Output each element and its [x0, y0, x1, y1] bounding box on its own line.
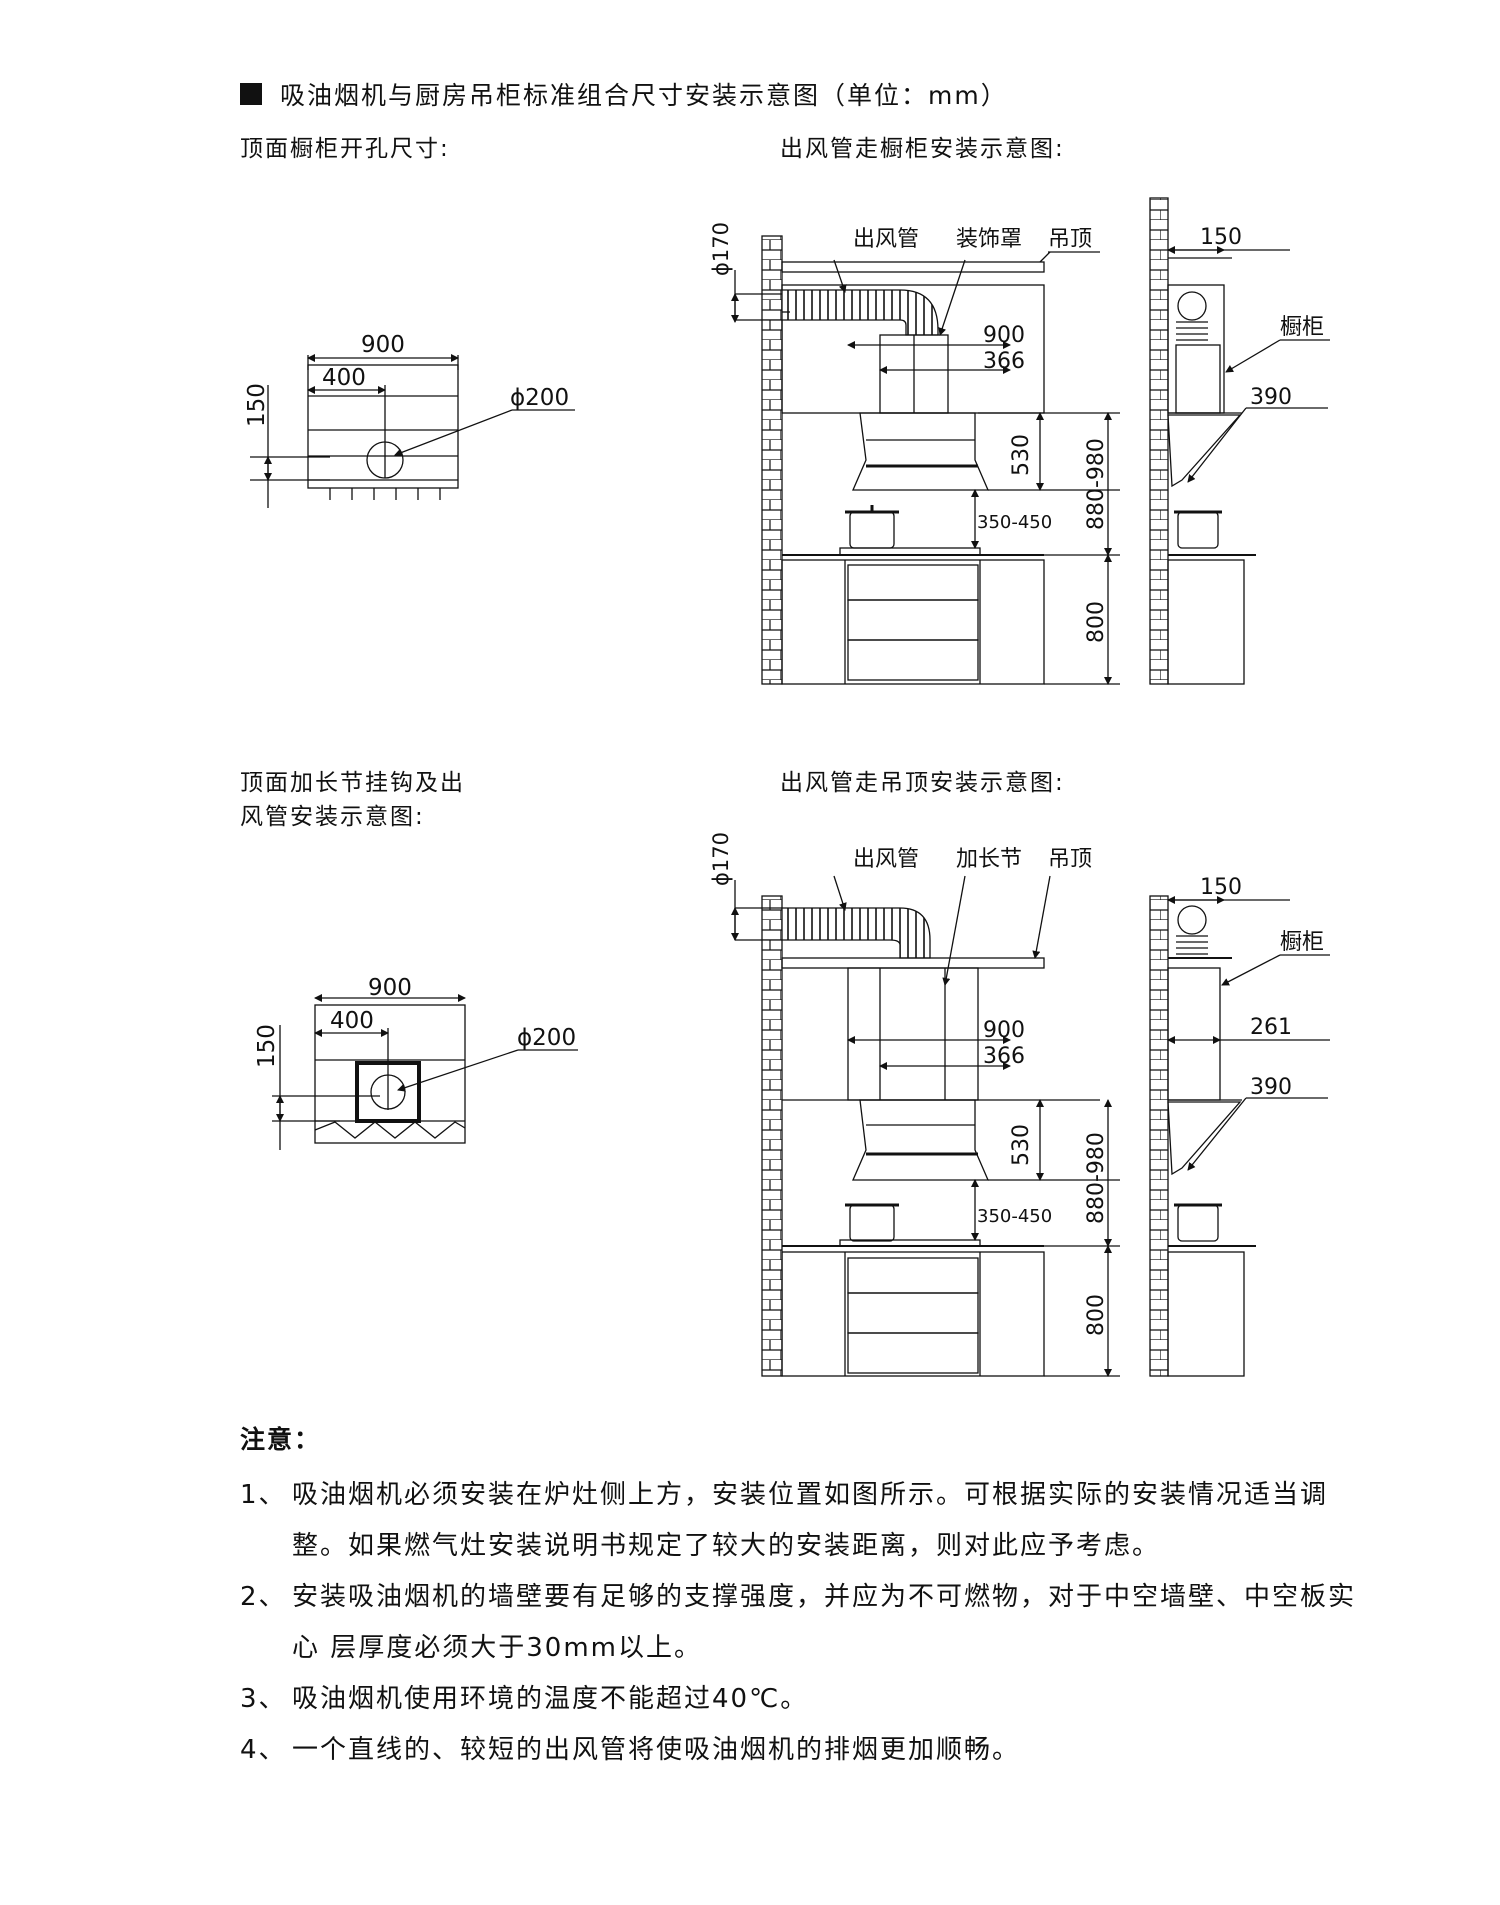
side2-cabinet-label: 橱柜: [1280, 930, 1324, 955]
cover-leader: [938, 259, 966, 336]
install-diagram-1-front: [731, 235, 1120, 685]
side-base-cabinet-2: [1167, 1251, 1245, 1377]
brick-wall-2: [761, 895, 783, 1377]
cabinet-top-panel: [307, 364, 459, 489]
front2-duct-diameter-label: ϕ170: [709, 832, 733, 886]
hole2-height-label: 150: [254, 1024, 280, 1068]
diameter-leader: [394, 409, 513, 457]
note-text: 吸油烟机使用环境的温度不能超过40℃。: [292, 1684, 809, 1714]
install-diagram-2-side: [1149, 895, 1330, 1377]
ceiling-leader-2: [1032, 875, 1051, 959]
note-number: 2、: [240, 1582, 287, 1612]
note-item-2: 2、 安装吸油烟机的墙壁要有足够的支撑强度，并应为不可燃物，对于中空墙壁、中空板…: [240, 1572, 1360, 1674]
front1-install-height-label: 880-980: [1084, 438, 1109, 530]
section-label-extension-hook-line1: 顶面加长节挂钩及出: [240, 770, 465, 796]
hole2-width-label: 900: [368, 975, 412, 1001]
extension-leader: [942, 875, 966, 986]
section-label-extension-hook: 顶面加长节挂钩及出 风管安装示意图:: [240, 766, 465, 834]
note-item-1: 1、 吸油烟机必须安装在炉灶侧上方，安装位置如图所示。可根据实际的安装情况适当调…: [240, 1470, 1360, 1572]
front2-hood-to-stove-label: 350-450: [977, 1206, 1052, 1227]
extension-top-panel: [314, 1004, 466, 1144]
side-duct-circle: [1177, 291, 1207, 321]
side-duct-circle-2: [1177, 905, 1207, 935]
hole2-diameter-label: ϕ200: [517, 1025, 576, 1051]
range-hood-2: [852, 1099, 989, 1181]
side-brick-wall-2: [1149, 895, 1169, 1377]
front1-hood-height-label: 530: [1009, 434, 1034, 476]
base-cabinet-2: [781, 1251, 1045, 1377]
side-base-cabinet: [1167, 559, 1245, 685]
side-upper-cabinet-2: [1167, 967, 1221, 1101]
section-label-duct-ceiling: 出风管走吊顶安装示意图:: [780, 770, 1065, 796]
note-item-3: 3、 吸油烟机使用环境的温度不能超过40℃。: [240, 1674, 1360, 1725]
front2-hood-height-label: 530: [1009, 1124, 1034, 1166]
hole1-height-label: 150: [244, 383, 270, 427]
side1-depth-label: 150: [1200, 225, 1242, 250]
front1-width-label: 900: [983, 323, 1025, 348]
side2-hood-depth-label: 390: [1250, 1075, 1292, 1100]
side-range-hood-2: [1167, 1101, 1242, 1176]
install-diagram-2-front: [731, 875, 1120, 1377]
note-text: 一个直线的、较短的出风管将使吸油烟机的排烟更加顺畅。: [292, 1735, 1021, 1765]
hole1-offset-label: 400: [322, 365, 366, 391]
front1-hood-to-stove-label: 350-450: [977, 512, 1052, 533]
side2-depth-label: 150: [1200, 875, 1242, 900]
section-label-top-hole: 顶面橱柜开孔尺寸:: [240, 136, 450, 162]
gas-stove: [839, 547, 981, 556]
install-diagram-1-side: [1149, 197, 1330, 685]
front2-counter-height-label: 800: [1084, 1294, 1109, 1336]
side-brick-wall: [1149, 197, 1169, 685]
front2-inner-width-label: 366: [983, 1044, 1025, 1069]
side-range-hood: [1167, 414, 1242, 488]
section-label-duct-cabinet: 出风管走橱柜安装示意图:: [780, 136, 1065, 162]
diameter-leader-2: [397, 1049, 519, 1092]
gas-stove-2: [839, 1239, 981, 1247]
extension-section: [847, 967, 979, 1101]
header-bullet-square: [240, 83, 262, 105]
duct-leader-2: [833, 875, 847, 911]
note-text: 吸油烟机必须安装在炉灶侧上方，安装位置如图所示。可根据实际的安装情况适当调整。如…: [292, 1480, 1329, 1561]
ceiling-board: [781, 261, 1045, 273]
front2-duct-label: 出风管: [853, 847, 919, 872]
front2-install-height-label: 880-980: [1084, 1132, 1109, 1224]
front1-ceiling-label: 吊顶: [1048, 227, 1092, 252]
page-title: 吸油烟机与厨房吊柜标准组合尺寸安装示意图（单位：mm）: [280, 81, 1008, 110]
side1-hood-depth-label: 390: [1250, 385, 1292, 410]
hole-diagram-2: [272, 994, 578, 1150]
brick-wall: [761, 235, 783, 685]
front2-width-label: 900: [983, 1018, 1025, 1043]
note-text: 安装吸油烟机的墙壁要有足够的支撑强度，并应为不可燃物，对于中空墙壁、中空板实心 …: [292, 1582, 1357, 1663]
duct-leader: [833, 259, 847, 293]
hole1-width-label: 900: [361, 332, 405, 358]
stock-pot: [849, 511, 895, 549]
note-number: 1、: [240, 1480, 287, 1510]
flexible-duct: [781, 289, 939, 336]
range-hood: [852, 412, 989, 491]
side1-cabinet-label: 橱柜: [1280, 315, 1324, 340]
hole2-offset-label: 400: [330, 1008, 374, 1034]
front2-extension-label: 加长节: [956, 847, 1022, 872]
hole1-diameter-label: ϕ200: [510, 385, 569, 411]
note-number: 4、: [240, 1735, 287, 1765]
section-label-extension-hook-line2: 风管安装示意图:: [240, 804, 425, 830]
front1-cover-label: 装饰罩: [956, 227, 1022, 252]
hole-diagram-1: [250, 354, 575, 508]
front1-inner-width-label: 366: [983, 349, 1025, 374]
note-number: 3、: [240, 1684, 287, 1714]
notes-section: 注意： 1、 吸油烟机必须安装在炉灶侧上方，安装位置如图所示。可根据实际的安装情…: [240, 1420, 1360, 1776]
note-item-4: 4、 一个直线的、较短的出风管将使吸油烟机的排烟更加顺畅。: [240, 1725, 1360, 1776]
flexible-duct-2: [781, 907, 931, 959]
front1-counter-height-label: 800: [1084, 601, 1109, 643]
front2-ceiling-label: 吊顶: [1048, 847, 1092, 872]
side2-cabinet-height-label: 261: [1250, 1015, 1292, 1040]
notes-title: 注意：: [240, 1425, 322, 1454]
base-cabinet: [781, 559, 1045, 685]
front1-duct-label: 出风管: [853, 227, 919, 252]
front1-duct-diameter-label: ϕ170: [709, 222, 733, 276]
ceiling-board-2: [781, 957, 1045, 969]
stock-pot-2: [849, 1204, 895, 1242]
